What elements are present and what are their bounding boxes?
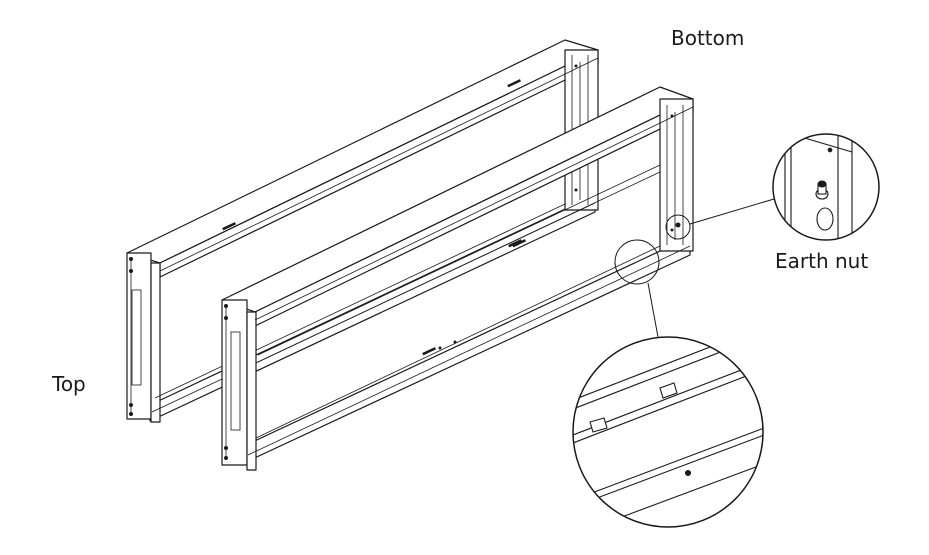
bottom-frame-label: Bottom (671, 26, 745, 50)
front-frame-details (225, 105, 694, 460)
bracket-slot-icon (589, 382, 678, 433)
earth-nut-label: Earth nut (775, 249, 869, 273)
front-frame-top-rail-front (254, 98, 694, 327)
rear-frame (126, 39, 599, 423)
front-frame (221, 86, 694, 471)
slot-callout-marker (614, 239, 660, 285)
earth-nut-icon (815, 180, 829, 200)
front-frame-fittings (224, 114, 681, 460)
bracket-slot-zoom-view (572, 336, 764, 528)
callout-leaders (614, 198, 775, 338)
rear-frame-fittings (129, 64, 578, 416)
front-frame-right-post (659, 98, 694, 252)
top-frame-label: Top (52, 372, 86, 396)
earth-nut-callout-marker (665, 214, 691, 240)
earth-nut-zoom-view (772, 133, 880, 241)
